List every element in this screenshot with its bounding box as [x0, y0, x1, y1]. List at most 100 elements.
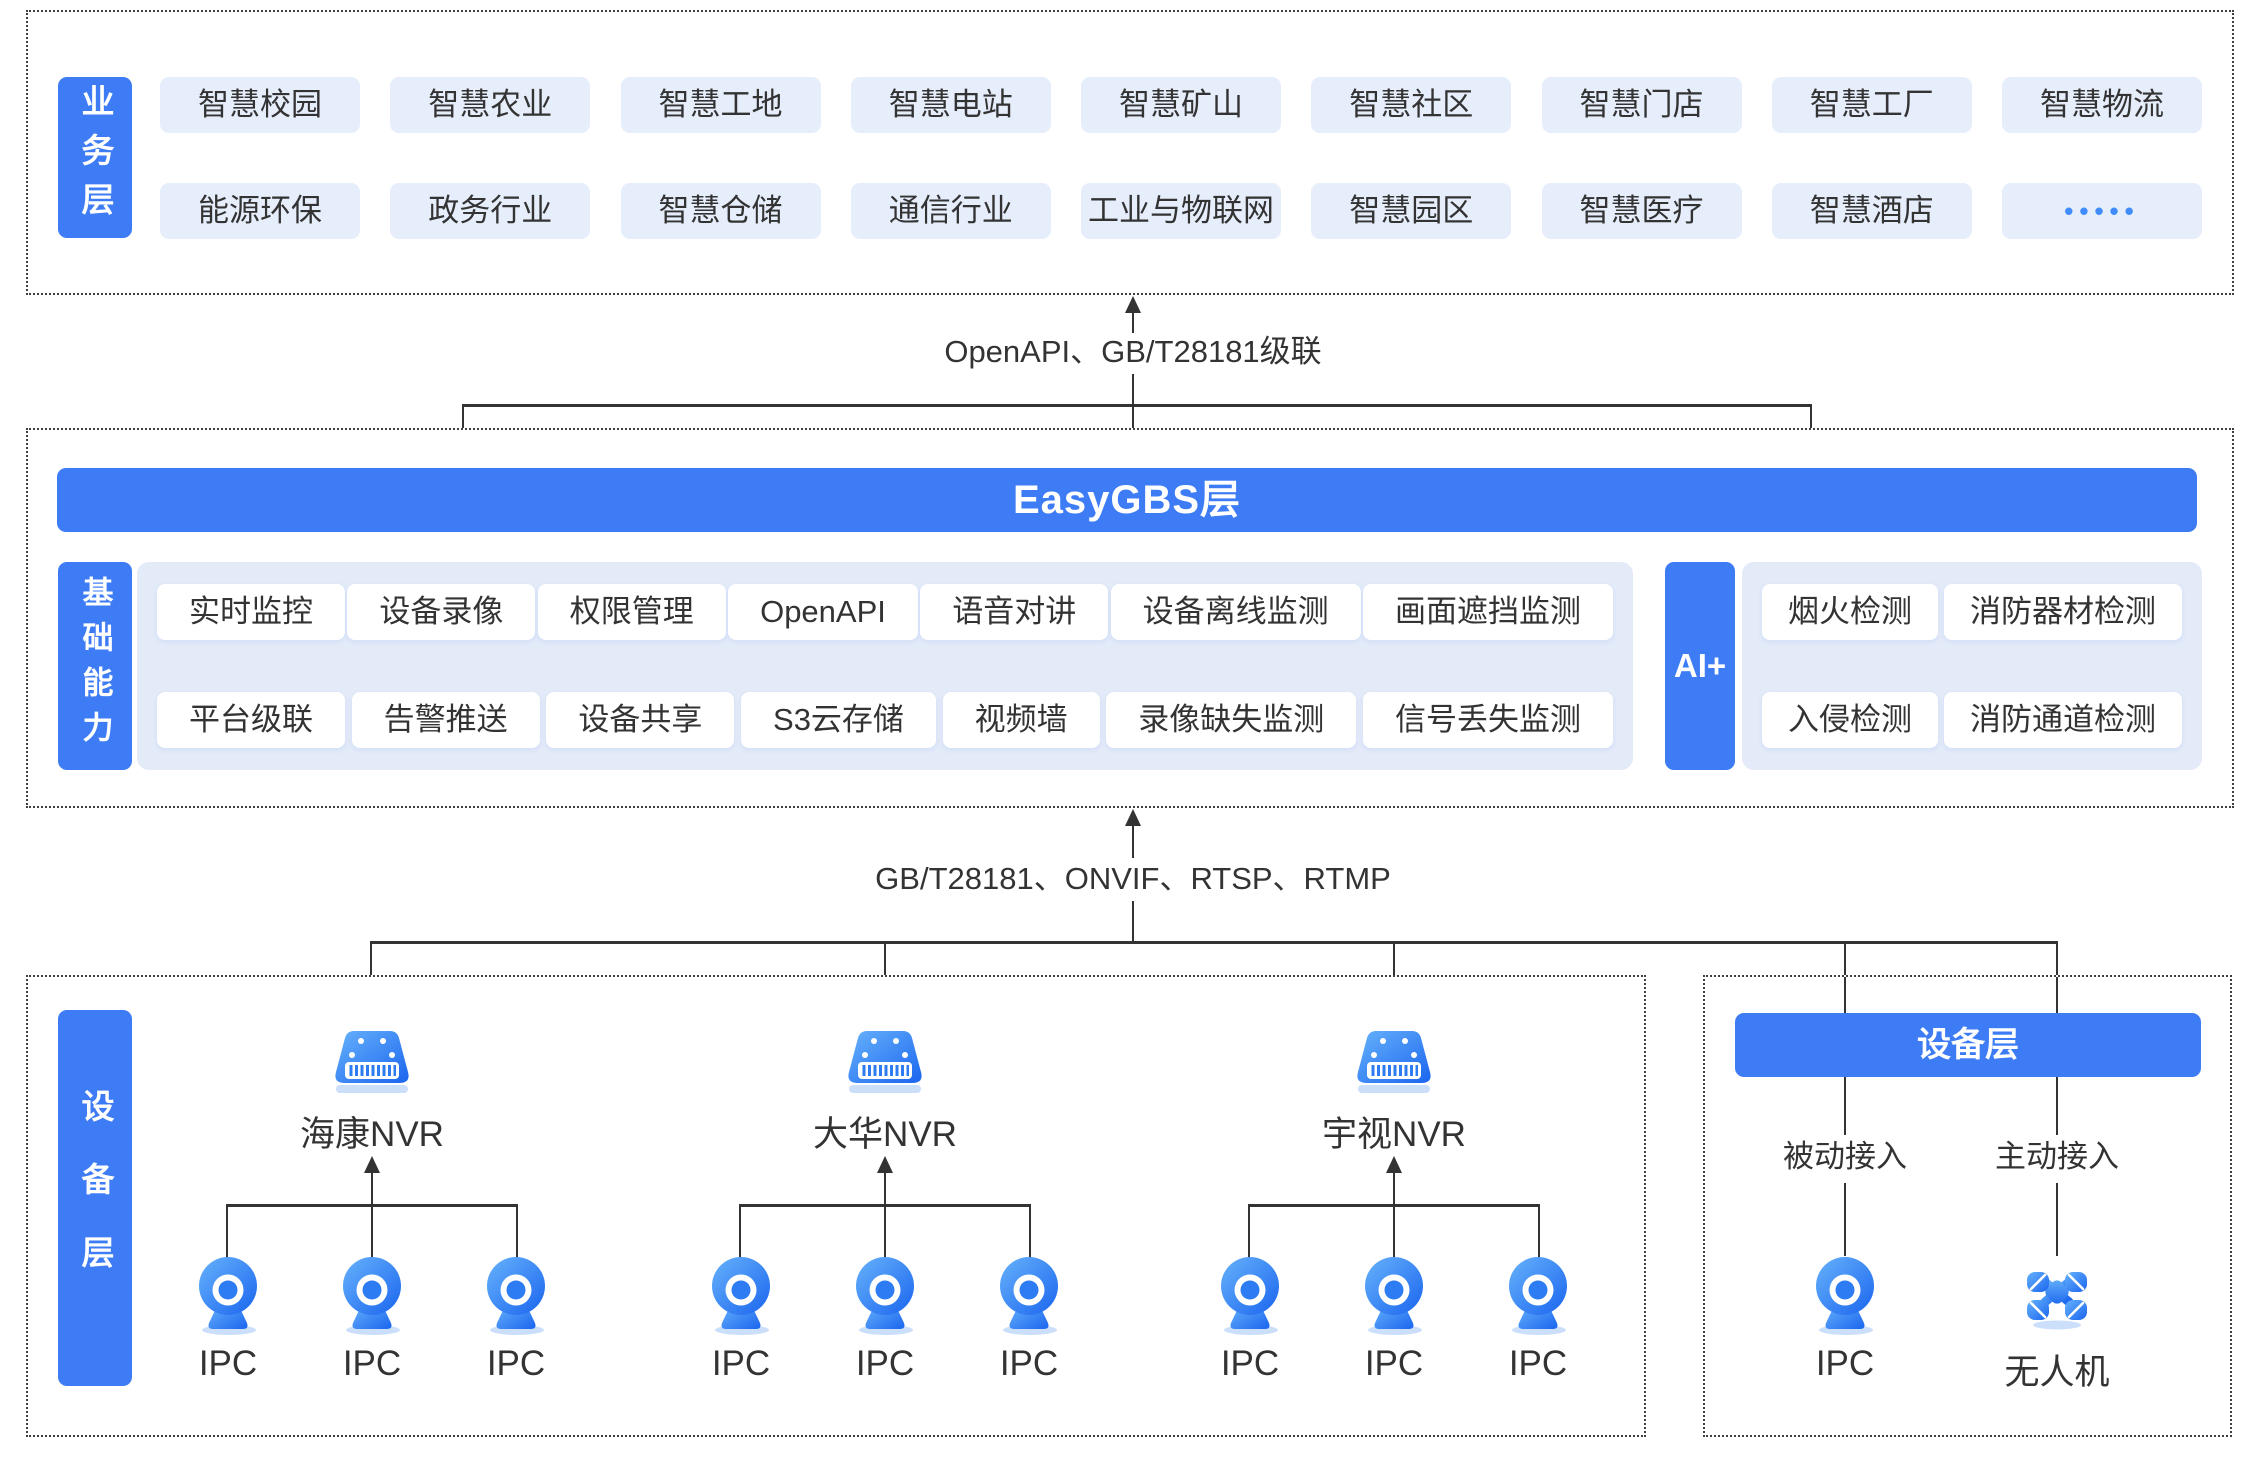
bottom-protocol-label: GB/T28181、ONVIF、RTSP、RTMP — [861, 860, 1405, 898]
ai-chip: 消防通道检测 — [1944, 692, 2182, 748]
business-chip: 智慧电站 — [850, 77, 1051, 133]
ipc-camera-icon — [487, 1257, 545, 1335]
business-chip: 智慧工厂 — [1771, 77, 1972, 133]
tree-line — [884, 1173, 886, 1206]
nvr-icon — [335, 1031, 409, 1093]
ipc-camera-icon — [1365, 1257, 1423, 1335]
tree-line — [1393, 1206, 1395, 1258]
business-chip: 智慧酒店 — [1771, 183, 1972, 239]
business-chip: 智慧园区 — [1311, 183, 1512, 239]
business-chip: 智慧医疗 — [1541, 183, 1742, 239]
tree-line — [371, 1173, 373, 1206]
ipc-label: IPC — [1220, 1344, 1280, 1383]
business-chip: 智慧矿山 — [1081, 77, 1281, 133]
business-chip: 通信行业 — [850, 183, 1051, 239]
nvr-icon — [848, 1031, 922, 1093]
business-layer-box — [26, 10, 2234, 295]
access-panel-title-bar: 设备层 — [1735, 1013, 2201, 1077]
business-chip: 智慧物流 — [2002, 77, 2202, 133]
ipc-label: IPC — [1364, 1344, 1424, 1383]
connector-line — [1132, 826, 1134, 858]
ai-chip: 入侵检测 — [1762, 692, 1938, 748]
ipc-camera-icon — [1509, 1257, 1567, 1335]
nvr-label: 宇视NVR — [1322, 1115, 1466, 1154]
access-line — [2056, 1183, 2058, 1256]
access-line — [1844, 977, 1846, 1013]
nvr-label: 海康NVR — [300, 1115, 444, 1154]
capability-chip: 视频墙 — [942, 692, 1100, 748]
capability-chip: 设备录像 — [347, 584, 536, 640]
connector-line — [462, 404, 1812, 407]
tree-line — [226, 1206, 228, 1258]
drone-icon — [2027, 1272, 2087, 1330]
base-capability-label: 基础能力 — [58, 562, 132, 770]
base-chip-row-2: 平台级联 告警推送 设备共享 S3云存储 视频墙 录像缺失监测 信号丢失监测 — [157, 692, 1613, 748]
capability-chip: 设备离线监测 — [1110, 584, 1361, 640]
ipc-camera-icon — [1221, 1257, 1279, 1335]
tree-line — [1248, 1204, 1540, 1207]
connector-line — [1132, 901, 1134, 943]
business-chip: 智慧工地 — [620, 77, 821, 133]
tree-line — [739, 1204, 1031, 1207]
capability-chip: 画面遮挡监测 — [1362, 584, 1613, 640]
tree-line — [371, 1206, 373, 1258]
ipc-camera-icon — [856, 1257, 914, 1335]
ai-plus-label: AI+ — [1665, 562, 1735, 770]
base-chip-row-1: 实时监控 设备录像 权限管理 OpenAPI 语音对讲 设备离线监测 画面遮挡监… — [157, 584, 1613, 640]
easygbs-title-bar: EasyGBS层 — [57, 468, 2197, 532]
connector-line — [370, 941, 2058, 944]
capability-chip: 告警推送 — [351, 692, 540, 748]
access-line — [2056, 1077, 2058, 1135]
capability-chip: OpenAPI — [728, 584, 918, 640]
tree-line — [1248, 1206, 1250, 1258]
ipc-camera-icon — [712, 1257, 770, 1335]
ipc-label: IPC — [198, 1344, 258, 1383]
business-chip: 智慧校园 — [160, 77, 360, 133]
ai-chip: 消防器材检测 — [1944, 584, 2182, 640]
tree-line — [516, 1206, 518, 1258]
ipc-label: IPC — [342, 1344, 402, 1383]
business-chip-row-1: 智慧校园 智慧农业 智慧工地 智慧电站 智慧矿山 智慧社区 智慧门店 智慧工厂 … — [160, 77, 2202, 133]
top-protocol-label: OpenAPI、GB/T28181级联 — [930, 333, 1336, 371]
ipc-camera-icon — [199, 1257, 257, 1335]
ai-chip: 烟火检测 — [1762, 584, 1938, 640]
ipc-label: IPC — [711, 1344, 771, 1383]
ipc-label: IPC — [486, 1344, 546, 1383]
arrow-up-icon — [1125, 809, 1141, 826]
ipc-label: IPC — [855, 1344, 915, 1383]
tree-line — [1029, 1206, 1031, 1258]
passive-access-label: 被动接入 — [1725, 1135, 1965, 1179]
ipc-camera-icon — [1000, 1257, 1058, 1335]
drone-label: 无人机 — [2004, 1353, 2110, 1392]
ipc-label: IPC — [1508, 1344, 1568, 1383]
ipc-label: IPC — [1815, 1344, 1875, 1383]
access-line — [2056, 977, 2058, 1013]
capability-chip: 语音对讲 — [920, 584, 1109, 640]
ai-chip-row-1: 烟火检测 消防器材检测 — [1762, 584, 2182, 640]
capability-chip: S3云存储 — [741, 692, 936, 748]
tree-line — [739, 1206, 741, 1258]
capability-chip: 实时监控 — [157, 584, 345, 640]
active-access-label: 主动接入 — [1937, 1135, 2177, 1179]
capability-chip: 权限管理 — [537, 584, 726, 640]
arrow-up-icon — [1125, 296, 1141, 313]
capability-chip: 录像缺失监测 — [1106, 692, 1357, 748]
business-chip: 政务行业 — [390, 183, 591, 239]
connector-line — [1132, 313, 1134, 335]
access-line — [1844, 1077, 1846, 1135]
business-layer-label: 业务层 — [58, 77, 132, 238]
arrow-up-icon — [877, 1156, 893, 1173]
capability-chip: 设备共享 — [546, 692, 735, 748]
business-chip: 智慧仓储 — [620, 183, 821, 239]
ipc-camera-icon — [343, 1257, 401, 1335]
tree-line — [1538, 1206, 1540, 1258]
nvr-icon — [1357, 1031, 1431, 1093]
access-line — [1844, 1183, 1846, 1256]
ai-chip-row-2: 入侵检测 消防通道检测 — [1762, 692, 2182, 748]
device-layer-label: 设备层 — [58, 1010, 132, 1386]
business-chip: 智慧门店 — [1541, 77, 1742, 133]
business-chip: 能源环保 — [160, 183, 360, 239]
business-chip: 智慧农业 — [390, 77, 591, 133]
capability-chip: 平台级联 — [157, 692, 345, 748]
